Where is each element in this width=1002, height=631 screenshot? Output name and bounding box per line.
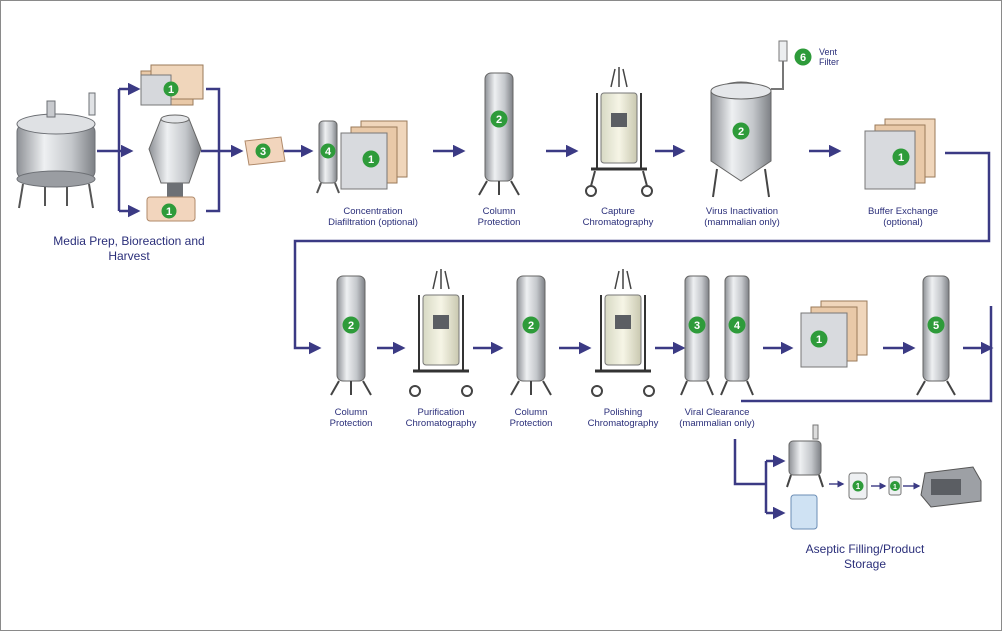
badge-buffer-cassette: 1 bbox=[892, 148, 910, 166]
badge-conc-column: 4 bbox=[320, 143, 336, 159]
svg-text:4: 4 bbox=[734, 320, 741, 332]
purification-chromatography bbox=[409, 269, 473, 397]
virus-inactivation-tank bbox=[710, 40, 788, 198]
svg-text:1: 1 bbox=[816, 334, 822, 346]
svg-text:4: 4 bbox=[325, 146, 332, 158]
svg-text:3: 3 bbox=[260, 146, 266, 158]
aseptic-small-arrows bbox=[829, 480, 921, 490]
polishing-chromatography bbox=[591, 269, 655, 397]
badge-virus-tank: 2 bbox=[732, 122, 750, 140]
svg-text:5: 5 bbox=[933, 320, 939, 332]
badge-aseptic-b: 1 bbox=[890, 481, 900, 491]
badge-harvest-out: 3 bbox=[255, 143, 271, 159]
badge-column-3: 2 bbox=[522, 316, 540, 334]
buffer-exchange-cassette bbox=[864, 118, 936, 190]
badge-harvest-top: 1 bbox=[163, 81, 179, 97]
badge-column-1: 2 bbox=[490, 110, 508, 128]
svg-text:1: 1 bbox=[856, 482, 861, 491]
aseptic-bag bbox=[790, 494, 818, 530]
svg-text:1: 1 bbox=[893, 484, 897, 491]
label-virus-inactivation: Virus Inactivation(mammalian only) bbox=[704, 206, 780, 228]
label-viral-clearance: Viral Clearance(mammalian only) bbox=[679, 407, 755, 429]
badge-viral-col-a: 3 bbox=[688, 316, 706, 334]
svg-text:1: 1 bbox=[168, 84, 174, 96]
capture-chromatography bbox=[585, 67, 653, 197]
badge-column-2: 2 bbox=[342, 316, 360, 334]
svg-text:2: 2 bbox=[528, 320, 534, 332]
badges: 1 1 3 4 1 2 2 6 1 2 2 3 4 1 5 1 1 bbox=[161, 48, 945, 492]
flow-lines bbox=[97, 82, 994, 520]
svg-text:6: 6 bbox=[800, 52, 806, 64]
row2-cassette bbox=[800, 300, 868, 368]
svg-text:1: 1 bbox=[368, 154, 374, 166]
aseptic-tank bbox=[786, 424, 824, 488]
badge-viral-col-b: 4 bbox=[728, 316, 746, 334]
centrifuge bbox=[148, 114, 202, 197]
column-protection-1 bbox=[478, 72, 520, 196]
svg-text:2: 2 bbox=[738, 126, 744, 138]
svg-text:1: 1 bbox=[166, 206, 172, 218]
badge-conc-cassette: 1 bbox=[362, 150, 380, 168]
svg-text:2: 2 bbox=[496, 114, 502, 126]
bioreactor-tank bbox=[16, 92, 96, 209]
filling-machine bbox=[920, 466, 982, 508]
column-5 bbox=[916, 275, 956, 396]
badge-aseptic-a: 1 bbox=[852, 480, 864, 492]
svg-text:2: 2 bbox=[348, 320, 354, 332]
badge-harvest-bottom: 1 bbox=[161, 203, 177, 219]
badge-vent: 6 bbox=[794, 48, 812, 66]
viral-clearance-columns bbox=[680, 275, 754, 396]
badge-cassette-row2: 1 bbox=[810, 330, 828, 348]
svg-text:3: 3 bbox=[694, 320, 700, 332]
badge-column-5: 5 bbox=[927, 316, 945, 334]
column-protection-2 bbox=[330, 275, 372, 396]
column-protection-3 bbox=[510, 275, 552, 396]
label-buffer-exchange: Buffer Exchange(optional) bbox=[867, 206, 939, 228]
svg-text:1: 1 bbox=[898, 152, 904, 164]
